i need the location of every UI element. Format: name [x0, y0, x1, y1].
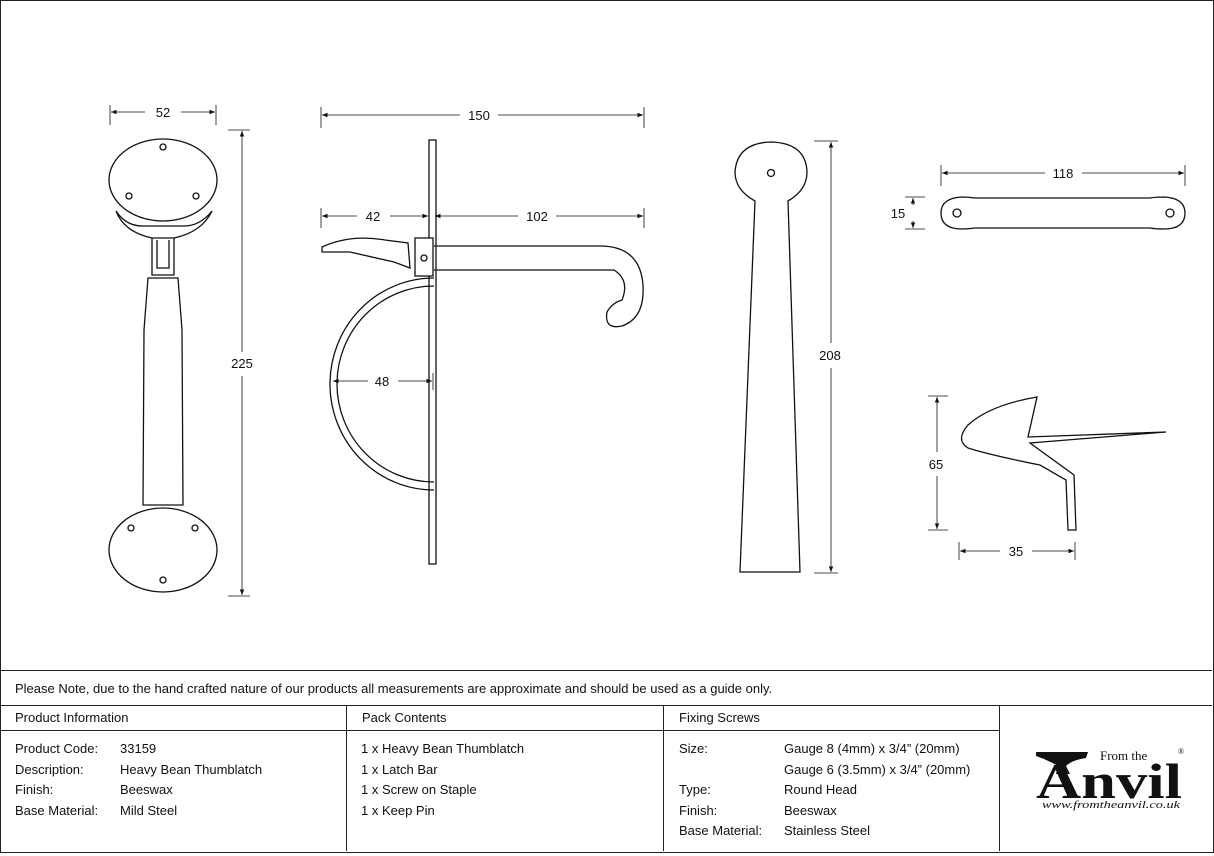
screw-row-size: Size: Gauge 8 (4mm) x 3/4” (20mm) — [679, 741, 960, 756]
product-information-panel: Product Information Product Code: 33159 … — [0, 706, 347, 851]
info-row-product-code: Product Code: 33159 — [15, 741, 157, 756]
dim-side-back: 102 — [526, 209, 548, 224]
pack-contents-header: Pack Contents — [347, 706, 663, 731]
fixing-screws-header: Fixing Screws — [664, 706, 999, 731]
dim-side-width: 150 — [468, 108, 490, 123]
logo-url: www.fromtheanvil.co.uk — [1042, 799, 1181, 811]
dim-pin-width: 35 — [1009, 544, 1023, 559]
info-row-base-material: Base Material: Mild Steel — [15, 802, 178, 818]
screw-row-type: Type: Round Head — [679, 782, 857, 798]
latch-bar-view — [940, 196, 1186, 230]
keep-pin-view — [960, 396, 1167, 531]
logo-from-the: From the — [1100, 748, 1148, 763]
fixing-screws-panel: Fixing Screws Size: Gauge 8 (4mm) x 3/4”… — [664, 706, 1000, 851]
back-plate-view — [734, 141, 808, 573]
technical-drawing: 52 225 150 42 102 48 208 118 15 65 35 — [108, 105, 1186, 597]
dim-bar-length: 118 — [1053, 166, 1074, 181]
dim-handle-width: 52 — [156, 105, 170, 120]
anvil-icon — [1036, 752, 1088, 774]
pack-item: 1 x Screw on Staple — [361, 782, 477, 798]
pack-item: 1 x Latch Bar — [361, 761, 438, 777]
dim-back-height: 208 — [819, 348, 841, 363]
pack-item: 1 x Keep Pin — [361, 802, 435, 818]
dim-side-depth: 48 — [375, 374, 389, 389]
logo-name: Anvil — [1036, 753, 1182, 809]
handle-front-view — [108, 138, 218, 593]
measurement-note: Please Note, due to the hand crafted nat… — [0, 670, 1212, 706]
screw-row-size-alt: Gauge 6 (3.5mm) x 3/4” (20mm) — [784, 761, 971, 777]
handle-side-view — [321, 139, 644, 565]
dim-side-front: 42 — [366, 209, 380, 224]
info-row-finish: Finish: Beeswax — [15, 782, 173, 798]
dim-bar-height: 15 — [891, 206, 905, 221]
logo-registered: ® — [1178, 747, 1184, 756]
pack-item: 1 x Heavy Bean Thumblatch — [361, 741, 525, 756]
dim-handle-height: 225 — [231, 356, 253, 371]
product-information-header: Product Information — [0, 706, 346, 731]
from-the-anvil-logo: From the ® Anvil www.fromtheanvil.co.uk — [1000, 706, 1212, 851]
info-row-description: Description: Heavy Bean Thumblatch — [15, 761, 263, 777]
screw-row-base-material: Base Material: Stainless Steel — [679, 823, 870, 839]
pack-contents-panel: Pack Contents 1 x Heavy Bean Thumblatch … — [347, 706, 664, 851]
dim-pin-height: 65 — [929, 457, 943, 472]
screw-row-finish: Finish: Beeswax — [679, 802, 837, 818]
